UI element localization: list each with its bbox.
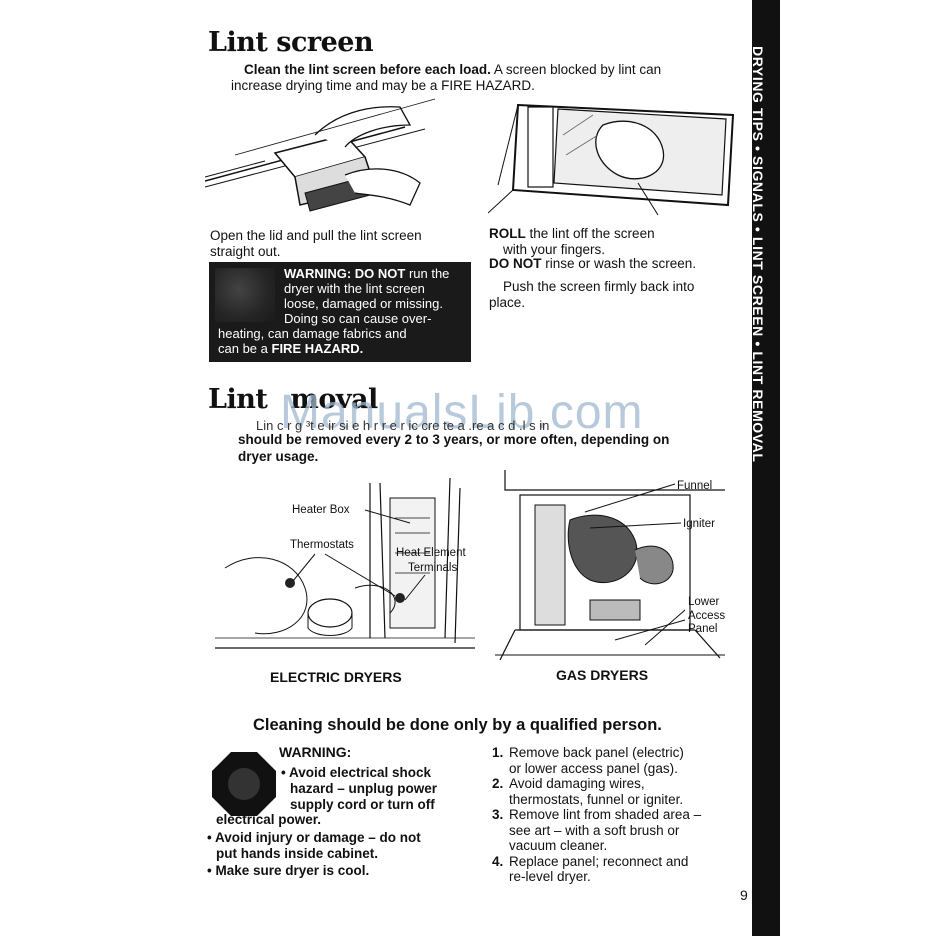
warning-l2: dryer with the lint screen [284,281,425,296]
label-igniter: Igniter [683,518,715,530]
warning-l5: heating, can damage fabrics and [218,326,407,341]
intro-rest: A screen blocked by lint can [490,62,662,77]
label-terminals: Terminals [408,562,457,574]
bullet-line-2: hazard – unplug power [290,781,438,796]
push-line-2: place. [489,295,526,310]
roll-line-1: ROLL the lint off the screen [489,226,655,242]
label-thermostats: Thermostats [290,539,354,551]
step-3-l2: see art – with a soft brush or [509,822,680,838]
step-2: 2. Avoid damaging wires, [492,776,701,792]
removal-bold-line-2: should be removed every 2 to 3 years, or… [238,432,670,447]
warning-text-bottom: heating, can damage fabrics and can be a… [218,326,465,356]
label-funnel: Funnel [677,480,712,492]
step-4-num: 4. [492,853,504,869]
donot-rest: rinse or wash the screen. [541,256,697,271]
donot-line: DO NOT rinse or wash the screen. [489,256,696,272]
step-4: 4. Replace panel; reconnect and [492,854,701,870]
step-1: 1. Remove back panel (electric) [492,745,701,761]
intro-line-1: Clean the lint screen before each load. … [244,62,661,78]
title-part-b: moval [290,384,378,415]
warning-box: WARNING: DO NOT run the dryer with the l… [209,262,471,362]
intro-bold: Clean the lint screen before each load. [244,62,491,77]
warning-l6-bold: FIRE HAZARD. [271,341,364,356]
label-heater-box: Heater Box [292,504,350,516]
electric-dryer-diagram: Heater Box Thermostats Heat Element Term… [215,478,475,649]
warning-bold: WARNING: DO NOT [284,266,406,281]
step-4-l2: re-level dryer. [509,869,591,884]
garbled-line: Lin c r g ³t e ir si e h r r e r ic cre … [256,418,550,433]
gas-dryer-diagram: Funnel Igniter Lower Access Panel [495,470,725,661]
label-lower: Lower [688,596,719,608]
bullet-line-6: put hands inside cabinet. [216,846,379,861]
step-3: 3. Remove lint from shaded area – [492,807,701,823]
roll-bold: ROLL [489,226,526,241]
bullet-line-5: • Avoid injury or damage – do not [207,830,421,845]
intro-line-2: increase drying time and may be a FIRE H… [231,78,535,93]
warning-text-top: WARNING: DO NOT run the dryer with the l… [284,266,465,326]
sidebar-label: DRYING TIPS • SIGNALS • LINT SCREEN • LI… [750,46,766,463]
cleaning-warning-title: WARNING: [279,744,352,760]
step-3-l3: vacuum cleaner. [509,838,608,853]
bullet-line-7: • Make sure dryer is cool. [207,863,370,878]
warning-l3: loose, damaged or missing. [284,296,443,311]
roll-line-2: with your fingers. [503,242,606,257]
cleaning-heading: Cleaning should be done only by a qualif… [253,716,662,734]
step-1-num: 1. [492,745,504,760]
step-4-l1: Replace panel; reconnect and [509,853,689,869]
watermark: ManualsLib.com [280,386,644,439]
label-access: Access [688,610,725,622]
sidebar-tab [752,0,780,936]
step-2-l2: thermostats, funnel or igniter. [509,791,684,807]
left-caption-line-2: straight out. [210,244,281,259]
caption-gas: GAS DRYERS [556,667,649,683]
warning-l6-pre: can be a [218,341,272,356]
step-2-l1: Avoid damaging wires, [509,776,645,791]
bullet-line-1: • Avoid electrical shock [281,765,432,780]
donot-bold: DO NOT [489,256,542,271]
bullet-line-3: supply cord or turn off [290,797,435,812]
step-2-num: 2. [492,776,504,791]
stop-sign-icon [212,752,276,816]
bullet-line-4: electrical power. [216,812,322,827]
step-1-l2: or lower access panel (gas). [509,760,678,776]
step-3-l1: Remove lint from shaded area – [509,807,702,822]
caption-electric: ELECTRIC DRYERS [270,669,402,685]
warning-shade [215,268,275,322]
roll-rest: the lint off the screen [525,226,655,241]
lint-screen-pull-illustration [205,98,436,212]
steps-list: 1. Remove back panel (electric) or lower … [492,745,701,885]
section-title-lint-screen: Lint screen [208,27,374,58]
warning-l1-rest: run the [405,266,450,281]
page-number: 9 [740,887,748,903]
step-3-num: 3. [492,807,504,822]
step-1-l1: Remove back panel (electric) [509,745,684,760]
push-line-1: Push the screen firmly back into [503,279,695,294]
warning-l4: Doing so can cause over- [284,311,432,326]
section-title-lint-removal: Lint moval [208,384,378,415]
label-heat-element: Heat Element [396,547,466,559]
removal-bold-line-3: dryer usage. [238,449,319,464]
left-caption-line-1: Open the lid and pull the lint screen [210,228,422,243]
title-part-a: Lint [208,384,277,415]
label-panel: Panel [688,623,717,635]
lint-screen-roll-illustration [488,103,735,216]
